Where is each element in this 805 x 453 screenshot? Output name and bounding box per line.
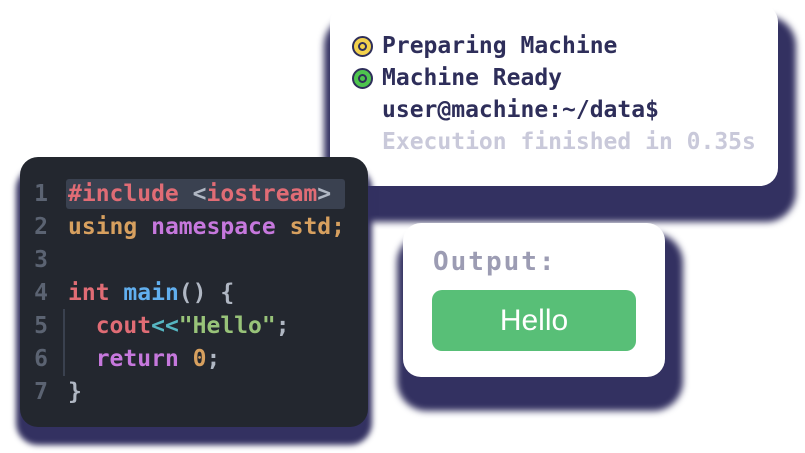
code-token-plain: { — [206, 279, 235, 306]
code-content: cout<<"Hello"; — [48, 308, 368, 343]
code-token-plain: ; — [206, 345, 221, 372]
code-token-red: cout — [95, 312, 152, 339]
terminal-line-text: Machine Ready — [382, 65, 563, 91]
code-token-red: #include — [68, 180, 179, 207]
code-content: } — [48, 377, 368, 407]
output-card: Output: Hello — [403, 223, 665, 377]
code-content — [48, 247, 368, 273]
code-token-plain — [110, 280, 124, 306]
code-line: 3 — [20, 243, 368, 276]
output-result-button[interactable]: Hello — [432, 290, 636, 351]
output-label: Output: — [433, 247, 557, 277]
line-number: 6 — [34, 345, 48, 372]
code-token-purple: return — [95, 345, 179, 372]
line-number: 4 — [34, 279, 48, 306]
code-tokens: cout<<"Hello"; — [68, 311, 290, 341]
line-number: 1 — [34, 180, 48, 207]
status-ready-icon — [352, 67, 373, 89]
code-token-plain — [179, 181, 193, 207]
code-tokens: #include <iostream> — [66, 178, 346, 209]
line-number: 2 — [34, 213, 48, 240]
code-token-plain: > — [317, 180, 332, 207]
code-token-orange: using — [68, 213, 138, 240]
code-line: 5 cout<<"Hello"; — [20, 308, 368, 343]
code-token-red: iostream — [206, 180, 318, 207]
status-dot-core — [358, 73, 367, 83]
code-line: 2 using namespace std; — [20, 210, 368, 243]
code-line: 7} — [20, 375, 368, 408]
code-content: #include <iostream> — [48, 178, 368, 209]
code-token-plain — [68, 313, 96, 339]
code-token-orange: 0 — [192, 345, 207, 372]
code-line: 1 #include <iostream> — [20, 177, 368, 210]
code-token-plain — [179, 346, 193, 372]
code-token-plain: () — [178, 279, 207, 306]
terminal-line-text: user@machine:~/data$ — [382, 97, 659, 123]
code-token-plain: ; — [275, 312, 290, 339]
code-token-blue: main — [123, 279, 179, 306]
code-tokens: } — [68, 377, 82, 407]
terminal-line-text: Execution finished in 0.35s — [382, 129, 756, 155]
terminal-line-text: Preparing Machine — [382, 33, 618, 59]
code-line: 4 int main() { — [20, 276, 368, 309]
terminal-line: Preparing Machine — [352, 30, 778, 62]
line-number: 3 — [34, 246, 48, 273]
code-content: using namespace std; — [48, 212, 368, 242]
code-token-plain — [68, 346, 96, 372]
code-token-purple: namespace — [151, 213, 276, 240]
code-tokens: int main() { — [68, 278, 234, 308]
terminal-line: Machine Ready — [352, 62, 778, 94]
line-number: 5 — [34, 312, 48, 339]
code-token-cyan: << — [151, 312, 179, 339]
code-tokens: return 0; — [68, 344, 221, 374]
line-number: 7 — [34, 378, 48, 405]
code-token-plain — [137, 214, 151, 240]
code-token-orange: ; — [331, 213, 345, 240]
code-token-green: "Hello" — [178, 312, 276, 339]
code-content: return 0; — [48, 341, 368, 376]
status-pending-icon — [352, 35, 373, 57]
code-token-plain — [276, 214, 290, 240]
code-content: int main() { — [48, 278, 368, 308]
terminal-line: Execution finished in 0.35s — [352, 126, 778, 158]
code-token-orange: std — [289, 213, 332, 240]
status-dot-core — [358, 41, 367, 51]
code-tokens: using namespace std; — [68, 212, 345, 242]
code-token-red: int — [68, 279, 110, 306]
indent-spacer — [352, 132, 373, 153]
code-token-plain: < — [192, 180, 207, 207]
terminal-line: user@machine:~/data$ — [352, 94, 778, 126]
code-line: 6 return 0; — [20, 341, 368, 376]
code-token-plain: } — [68, 378, 82, 405]
indent-spacer — [352, 100, 373, 121]
